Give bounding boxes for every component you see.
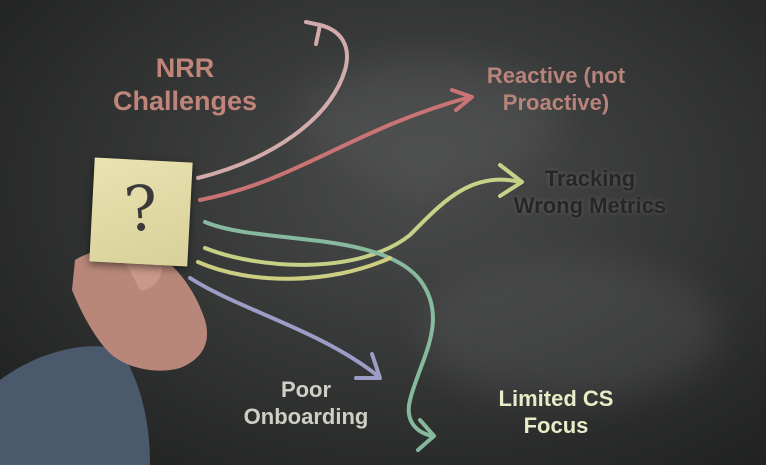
- label-line-2: Focus: [523, 412, 589, 438]
- label-line-1: Limited CS: [498, 386, 614, 411]
- red-arrow: [198, 95, 472, 202]
- red-arrowhead: [450, 88, 474, 112]
- chalk-smudge: [420, 260, 720, 400]
- label-tracking: Tracking Wrong Metrics: [490, 166, 690, 220]
- title-line-1: NRR: [155, 53, 215, 83]
- label-line-1: Poor: [280, 377, 332, 402]
- label-line-2: Proactive): [502, 89, 610, 115]
- lavender-arrow: [188, 276, 380, 378]
- title-line-2: Challenges: [112, 85, 258, 116]
- label-reactive: Reactive (not Proactive): [470, 63, 642, 117]
- main-title: NRR Challenges: [104, 52, 266, 118]
- teal-arrowhead: [416, 418, 436, 452]
- lavender-arrowhead: [354, 352, 382, 380]
- pink-arrowhead: [304, 20, 322, 46]
- label-limited-cs: Limited CS Focus: [478, 386, 634, 440]
- label-line-2: Wrong Metrics: [513, 192, 667, 218]
- question-mark-icon: ?: [121, 170, 161, 247]
- label-line-1: Reactive (not: [486, 63, 626, 88]
- sleeve: [0, 346, 150, 465]
- label-line-1: Tracking: [544, 166, 636, 191]
- label-poor-onboarding: Poor Onboarding: [228, 377, 384, 431]
- yellow-green-arrow: [203, 177, 522, 267]
- teal-arrow: [203, 220, 435, 438]
- yellow-arrow: [196, 256, 392, 281]
- pink-arrow: [196, 23, 349, 180]
- label-line-2: Onboarding: [243, 403, 369, 429]
- hand: [72, 248, 208, 371]
- sticky-note: ?: [89, 157, 193, 267]
- yellow-green-arrowhead: [498, 163, 524, 198]
